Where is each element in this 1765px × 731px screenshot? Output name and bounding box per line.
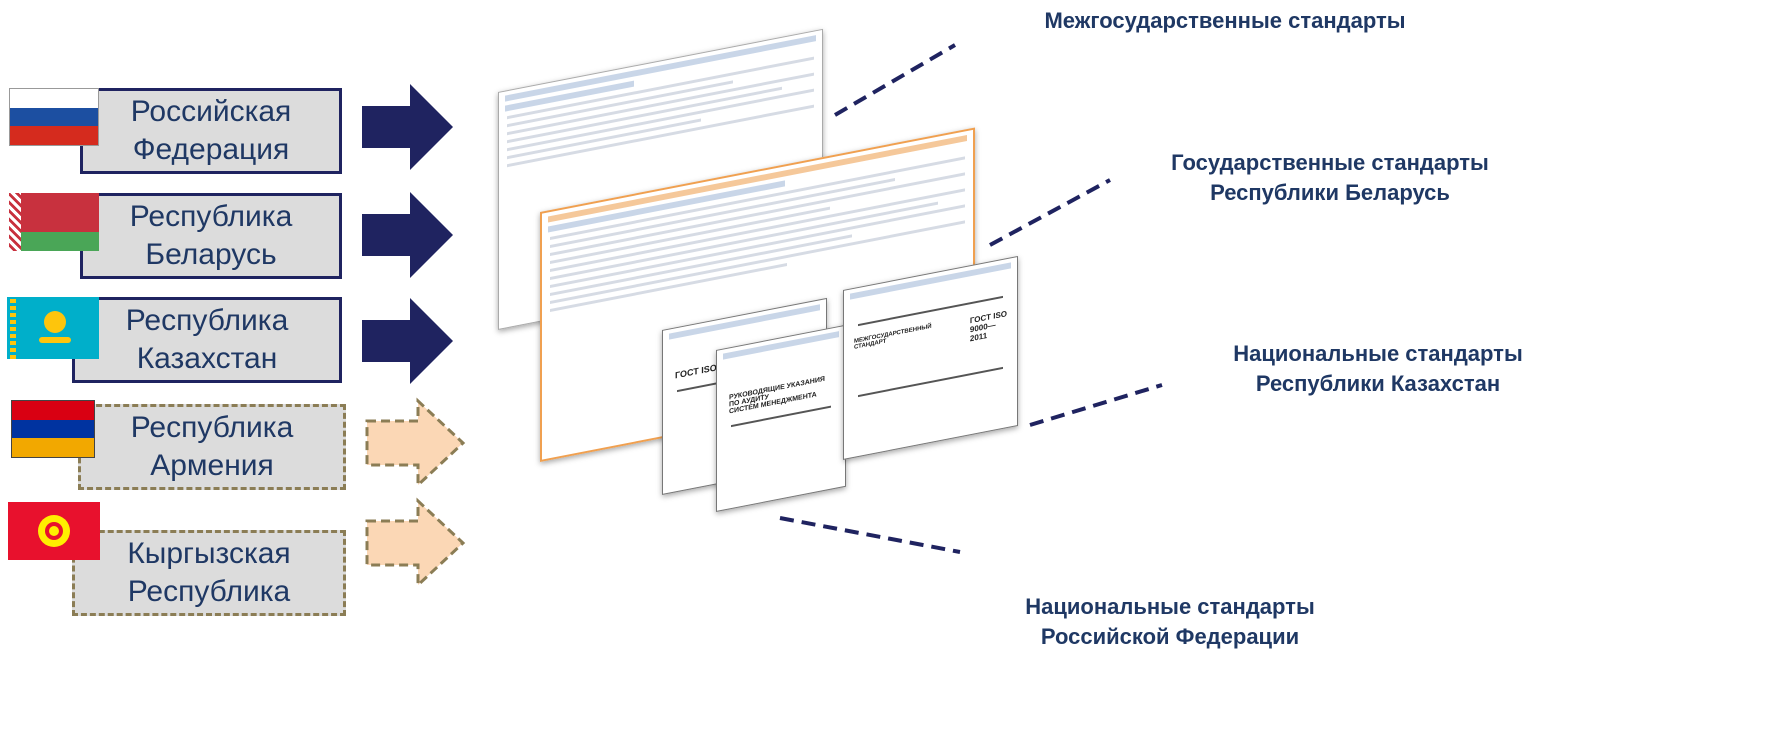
doc-kazakhstan-page: МЕЖГОСУДАРСТВЕННЫЙ СТАНДАРТ ГОСТ ISO 900… [843,255,1018,460]
arrow-kyrgyzstan [365,497,466,589]
label-kazakhstan-standards: Национальные стандарты Республики Казахс… [1233,341,1523,396]
doc-guide-page: РУКОВОДЯЩИЕ УКАЗАНИЯ ПО АУДИТУ СИСТЕМ МЕ… [716,324,846,512]
connector-belarus [989,178,1111,247]
country-box-belarus: Республика Беларусь [80,193,342,279]
connector-kazakhstan [1029,383,1163,427]
armenia-flag-icon [11,400,95,458]
country-label-russia: Российская Федерация [130,95,292,166]
connector-russia [779,516,961,554]
russia-flag-icon [9,88,99,146]
kyrgyzstan-flag-icon [8,502,100,560]
doc-interstate-std: МЕЖГОСУДАРСТВЕННЫЙ СТАНДАРТ [854,323,932,351]
country-box-armenia: Республика Армения [78,404,346,490]
arrow-kazakhstan [362,298,453,384]
belarus-flag-icon [9,193,99,251]
arrow-armenia [365,397,466,489]
label-belarus-standards: Государственные стандарты Республики Бел… [1171,150,1489,205]
country-label-kyrgyzstan: Кыргызская Республика [127,537,291,608]
country-label-belarus: Республика Беларусь [129,200,293,271]
arrow-russia [362,84,453,170]
country-box-russia: Российская Федерация [80,88,342,174]
label-russia-standards: Национальные стандарты Российской Федера… [1025,594,1315,649]
country-box-kyrgyzstan: Кыргызская Республика [72,530,346,616]
doc-guide-title: РУКОВОДЯЩИЕ УКАЗАНИЯ ПО АУДИТУ СИСТЕМ МЕ… [729,375,825,416]
kazakhstan-flag-icon [7,297,99,359]
country-label-armenia: Республика Армения [130,411,294,482]
country-label-kazakhstan: Республика Казахстан [125,304,289,375]
arrow-belarus [362,192,453,278]
connector-interstate [833,43,957,117]
label-interstate-standards: Межгосударственные стандарты [1044,8,1406,33]
country-box-kazakhstan: Республика Казахстан [72,297,342,383]
doc-gost-iso: ГОСТ ISO 9000— 2011 [969,309,1007,344]
